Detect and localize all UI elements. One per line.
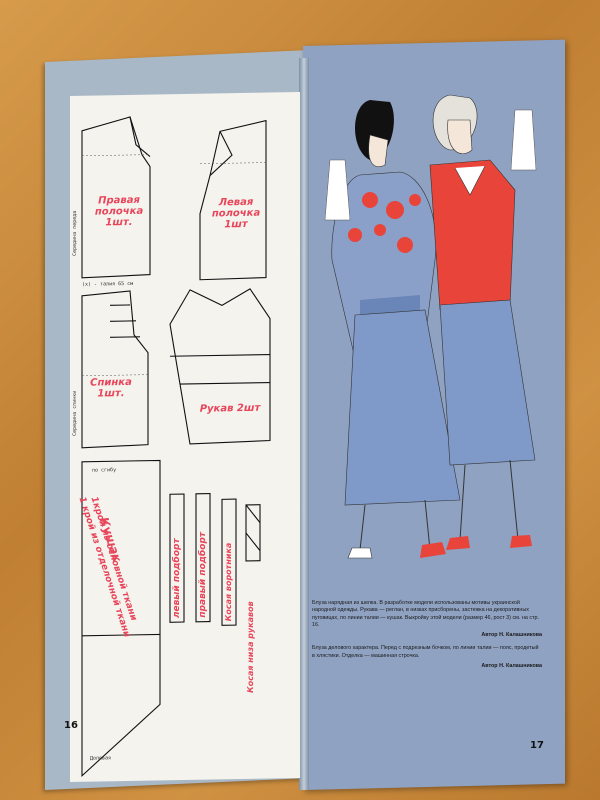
- label-cuff-bias: Косая низа рукавов: [246, 601, 255, 693]
- caption-text-1: Блуза нарядная из шелка. В разработке мо…: [312, 600, 540, 628]
- caption-author-2: Автор Н. Калашникова: [481, 663, 542, 670]
- pattern-drawing: [81, 116, 271, 778]
- label-left-front: Левая полочка 1шт: [211, 196, 261, 231]
- label-collar-bias: Косая воротника: [224, 542, 233, 622]
- caption-block: Блуза нарядная из шелка. В разработке мо…: [312, 600, 542, 676]
- label-right-facing: правый подборт: [198, 531, 208, 618]
- label-center-front: Середина переда: [72, 210, 78, 256]
- skirt-right: [439, 299, 536, 466]
- skirt-left: [344, 309, 461, 506]
- right-page-number: 17: [530, 740, 544, 751]
- label-back: Спинка 1шт.: [90, 376, 132, 400]
- label-left-facing: левый подборт: [172, 538, 182, 619]
- booklet-spine: [299, 58, 309, 790]
- fashion-illustration: [324, 94, 537, 559]
- left-page-number: 16: [64, 720, 78, 731]
- label-dolevaya: Долевая: [90, 755, 112, 762]
- booklet: [45, 39, 565, 792]
- label-right-front: Правая полочка 1шт.: [94, 194, 144, 229]
- label-sleeve: Рукав 2шт: [199, 402, 261, 415]
- blouse-right: [429, 159, 516, 311]
- caption-text-2: Блуза делового характера. Перед с подрез…: [312, 645, 539, 659]
- label-center-back: Середина спинки: [72, 390, 78, 436]
- pattern-sheet: Правая полочка 1шт. Левая полочка 1шт Сп…: [70, 91, 300, 783]
- caption-author-1: Автор Н. Калашникова: [481, 632, 542, 639]
- label-po-sgibu: по сгибу: [92, 467, 117, 474]
- label-waist-line: (х) - талия 65 см: [82, 280, 134, 288]
